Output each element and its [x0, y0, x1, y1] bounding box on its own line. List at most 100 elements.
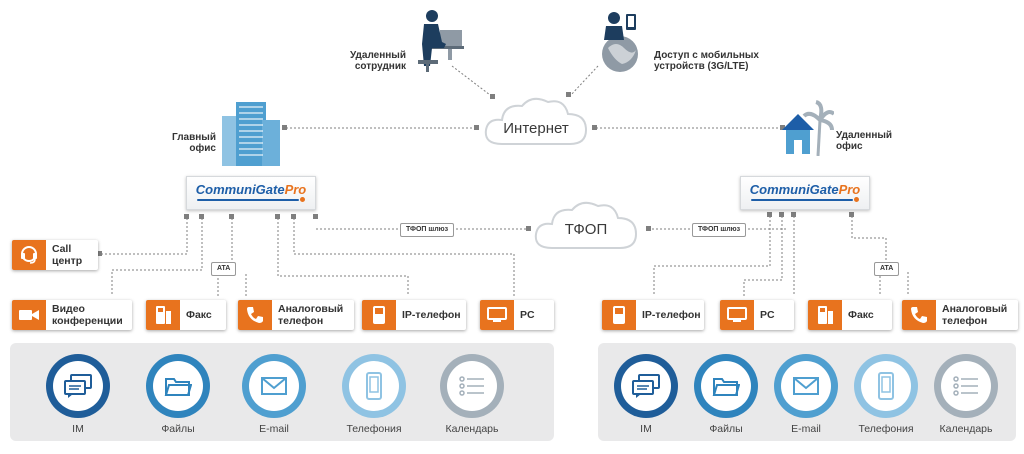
device-ip-phone: IP-телефон: [602, 300, 704, 330]
port: [184, 214, 189, 219]
port: [780, 125, 785, 130]
port: [592, 125, 597, 130]
office-building-icon: [218, 96, 282, 166]
list-icon: [459, 376, 484, 396]
cloud-icon: [530, 196, 642, 256]
service-label: Календарь: [445, 423, 499, 435]
smartphone-icon: [878, 372, 894, 400]
port: [291, 214, 296, 219]
ip-phone-icon: [362, 300, 396, 330]
device-label: Аналоговый телефон: [278, 303, 344, 327]
fax-icon: [146, 300, 180, 330]
product-name: CommuniGate: [195, 182, 285, 197]
port: [767, 212, 772, 217]
service-label: E-mail: [791, 423, 821, 435]
device-label: IP-телефон: [402, 309, 461, 321]
pstn-gateway-tag: ТФОП шлюз: [400, 223, 455, 237]
service-label: Календарь: [939, 423, 993, 435]
device-analog-phone: Аналоговый телефон: [902, 300, 1018, 330]
service-label: Файлы: [161, 423, 195, 435]
service-label: Файлы: [709, 423, 743, 435]
port: [313, 214, 318, 219]
device-ip-phone: IP-телефон: [362, 300, 466, 330]
device-pc: PC: [480, 300, 554, 330]
main-office-label: Главный офис: [172, 132, 216, 154]
product-name: CommuniGate: [749, 182, 839, 197]
port: [282, 125, 287, 130]
headset-icon: [12, 240, 46, 270]
remote-office-label: Удаленный офис: [836, 130, 893, 152]
device-fax: Факс: [146, 300, 226, 330]
device-video: Видео конференции: [12, 300, 132, 330]
device-fax: Факс: [808, 300, 892, 330]
files-service: [694, 354, 758, 418]
im-service: [614, 354, 678, 418]
im-service: [46, 354, 110, 418]
list-icon: [953, 376, 978, 396]
folder-icon: [712, 378, 740, 396]
ata-tag: ATA: [211, 262, 237, 276]
pstn-label: ТФОП: [564, 221, 608, 238]
communigate-pro-main: CommuniGatePro: [186, 176, 316, 210]
port: [779, 212, 784, 217]
service-label: Телефония: [858, 423, 914, 435]
telephony-service: [854, 354, 918, 418]
internet-label: Интернет: [503, 120, 569, 137]
smartphone-icon: [366, 372, 382, 400]
port: [275, 214, 280, 219]
chat-icon: [632, 374, 660, 398]
ata-tag: ATA: [874, 262, 900, 276]
service-label: Телефония: [346, 423, 402, 435]
port: [849, 212, 854, 217]
port: [646, 226, 651, 231]
monitor-icon: [720, 300, 754, 330]
device-label: Видео конференции: [52, 303, 123, 327]
pstn-gateway-tag: ТФОП шлюз: [692, 223, 747, 237]
device-label: PC: [520, 309, 535, 321]
device-label: Факс: [186, 309, 212, 321]
monitor-icon: [480, 300, 514, 330]
files-service: [146, 354, 210, 418]
port: [526, 226, 531, 231]
handset-icon: [238, 300, 272, 330]
folder-icon: [164, 378, 192, 396]
device-label: Call центр: [52, 243, 83, 267]
device-label: IP-телефон: [642, 309, 701, 321]
ip-phone-icon: [602, 300, 636, 330]
port: [97, 251, 102, 256]
remote-worker-label: Удаленный сотрудник: [349, 50, 406, 72]
device-call-center: Call центр: [12, 240, 98, 270]
mobile-access-label: Доступ с мобильных устройств (3G/LTE): [654, 50, 759, 72]
email-service: [242, 354, 306, 418]
envelope-icon: [261, 377, 287, 395]
device-label: Аналоговый телефон: [942, 303, 1008, 327]
envelope-icon: [793, 377, 819, 395]
cloud-icon: [480, 94, 592, 152]
email-service: [774, 354, 838, 418]
calendar-service: [440, 354, 504, 418]
telephony-service: [342, 354, 406, 418]
port: [199, 214, 204, 219]
product-suffix: Pro: [284, 182, 307, 197]
port: [490, 94, 495, 99]
product-suffix: Pro: [838, 182, 861, 197]
device-label: Факс: [848, 309, 874, 321]
device-pc: PC: [720, 300, 794, 330]
service-label: IM: [640, 423, 652, 435]
worker-icon: [410, 8, 466, 74]
service-label: IM: [72, 423, 84, 435]
video-camera-icon: [12, 300, 46, 330]
service-label: E-mail: [259, 423, 289, 435]
device-label: PC: [760, 309, 775, 321]
remote-house-icon: [780, 100, 836, 157]
port: [791, 212, 796, 217]
fax-icon: [808, 300, 842, 330]
port: [229, 214, 234, 219]
calendar-service: [934, 354, 998, 418]
communigate-pro-remote: CommuniGatePro: [740, 176, 870, 210]
handset-icon: [902, 300, 936, 330]
chat-icon: [64, 374, 92, 398]
port: [474, 125, 479, 130]
device-analog-phone: Аналоговый телефон: [238, 300, 354, 330]
mobile-globe-icon: [596, 10, 648, 76]
